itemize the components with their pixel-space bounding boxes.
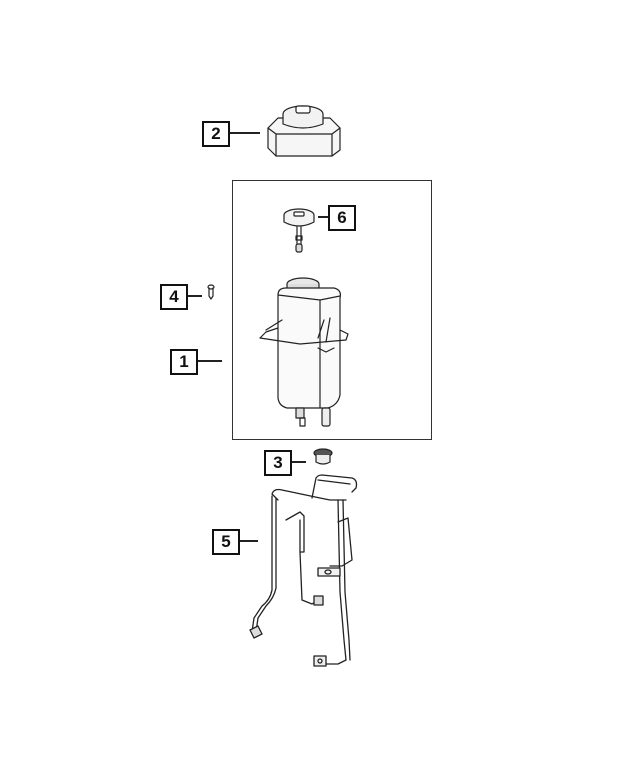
part-1-bottle	[259, 277, 349, 427]
part-2-cover	[267, 105, 341, 157]
part-4-screw	[207, 284, 215, 300]
part-5-harness	[249, 474, 358, 667]
callout-6[interactable]: 6	[328, 205, 356, 231]
leader-line-2	[230, 132, 260, 134]
leader-line-1	[198, 360, 222, 362]
callout-2[interactable]: 2	[202, 121, 230, 147]
leader-line-6	[318, 216, 328, 218]
callout-5[interactable]: 5	[212, 529, 240, 555]
leader-line-4	[188, 295, 202, 297]
callout-4[interactable]: 4	[160, 284, 188, 310]
callout-1[interactable]: 1	[170, 349, 198, 375]
leader-line-3	[292, 461, 306, 463]
part-6-cap	[283, 208, 315, 253]
part-3-grommet	[313, 448, 333, 465]
callout-3[interactable]: 3	[264, 450, 292, 476]
assembly-group-box	[232, 180, 432, 440]
leader-line-5	[240, 540, 258, 542]
